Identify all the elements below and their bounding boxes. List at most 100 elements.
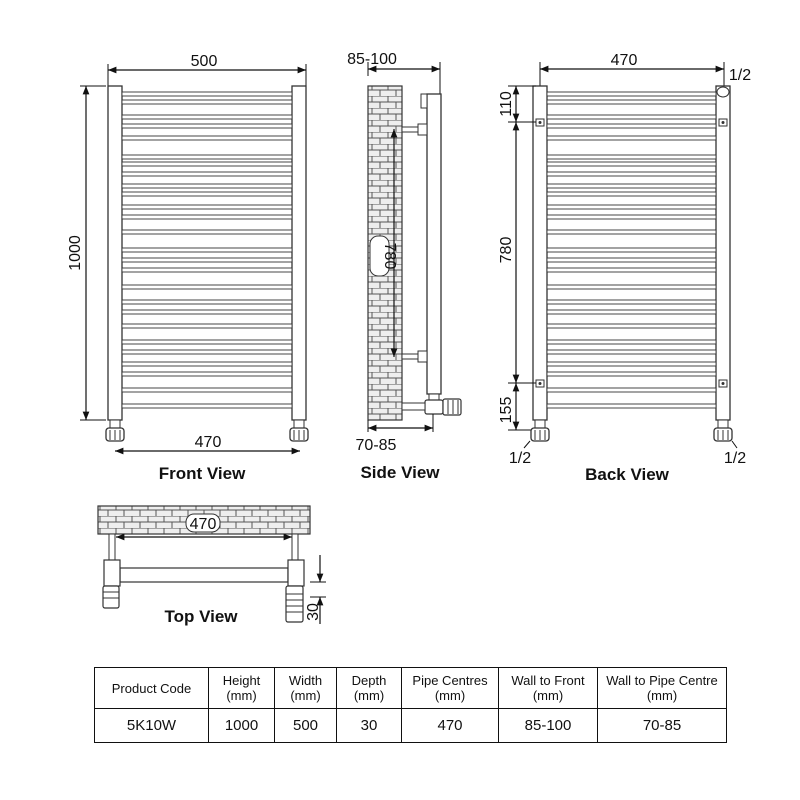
spec-table: Product Code Height(mm) Width(mm) Depth(…: [94, 667, 727, 743]
header-wall-to-pipe-centre-unit: (mm): [646, 688, 678, 703]
front-bar-15: [121, 267, 293, 273]
top-right-valve: [285, 585, 304, 623]
front-bar-5: [121, 154, 293, 160]
front-bar-2: [121, 114, 293, 120]
spec-table-row: 5K10W 1000 500 30 470 85-100 70-85: [94, 708, 727, 743]
front-bar-1: [121, 99, 293, 105]
header-width: Width(mm): [274, 667, 337, 709]
front-bar-18: [121, 309, 293, 315]
back-bar-7: [546, 171, 717, 177]
header-product-code-label: Product Code: [111, 680, 192, 696]
header-height-unit: (mm): [226, 688, 257, 703]
front-bar-12: [121, 229, 293, 235]
front-bar-20: [121, 339, 293, 345]
back-bar-9: [546, 191, 717, 197]
header-wall-to-front-unit: (mm): [532, 688, 564, 703]
back-view-title: Back View: [585, 465, 670, 484]
front-left-valve: [105, 419, 125, 442]
header-height: Height(mm): [208, 667, 275, 709]
front-bar-3: [121, 123, 293, 129]
header-height-label: Height: [222, 673, 261, 688]
back-bar-8: [546, 183, 717, 189]
back-view: 470 1/2 110 780 155: [498, 52, 751, 484]
cell-width: 500: [274, 708, 337, 743]
side-view-title: Side View: [360, 463, 440, 482]
top-radiator-body: [119, 567, 289, 583]
front-bar-14: [121, 257, 293, 263]
front-right-valve: [289, 419, 309, 442]
back-width-dim: 470: [611, 52, 638, 69]
back-bar-11: [546, 214, 717, 220]
back-bar-2: [546, 114, 717, 120]
back-bar-6: [546, 161, 717, 167]
top-left-valve: [102, 585, 120, 609]
front-view: 500 1000 470 Front View: [67, 53, 309, 483]
header-wall-to-pipe-centre: Wall to Pipe Centre(mm): [597, 667, 727, 709]
front-bar-6: [121, 161, 293, 167]
front-bar-11: [121, 214, 293, 220]
back-top-offset-dim: 110: [498, 91, 515, 117]
back-bottom-offset-dim: 155: [498, 397, 515, 424]
back-left-rail: [532, 85, 548, 421]
cell-product-code: 5K10W: [94, 708, 209, 743]
back-bar-4: [546, 135, 717, 141]
back-bar-19: [546, 323, 717, 329]
back-bar-12: [546, 229, 717, 235]
back-bars: [546, 91, 717, 409]
back-bar-24: [546, 387, 717, 393]
front-centres-dim: 470: [195, 434, 222, 451]
back-valve-left-label: 1/2: [509, 450, 531, 467]
spec-table-header-row: Product Code Height(mm) Width(mm) Depth(…: [94, 667, 727, 709]
header-depth-label: Depth: [351, 673, 387, 688]
cell-depth: 30: [336, 708, 402, 743]
front-view-title: Front View: [159, 464, 246, 483]
back-right-rail: [715, 85, 731, 421]
front-bar-8: [121, 183, 293, 189]
front-bar-22: [121, 361, 293, 367]
front-bar-25: [121, 403, 293, 409]
back-bar-15: [546, 267, 717, 273]
front-height-dim: 1000: [67, 235, 84, 271]
front-bar-21: [121, 349, 293, 355]
header-wall-to-front: Wall to Front(mm): [498, 667, 598, 709]
back-valve-right-label: 1/2: [724, 450, 746, 467]
back-bar-20: [546, 339, 717, 345]
cell-pipe-centres: 470: [401, 708, 499, 743]
side-middle-dim: 780: [381, 243, 398, 270]
back-bar-18: [546, 309, 717, 315]
back-bar-16: [546, 284, 717, 290]
front-bars: [121, 91, 293, 409]
front-width-dim: 500: [191, 53, 218, 70]
back-bar-1: [546, 99, 717, 105]
header-width-unit: (mm): [290, 688, 321, 703]
cell-wall-to-pipe-centre: 70-85: [597, 708, 727, 743]
front-bar-4: [121, 135, 293, 141]
front-bar-9: [121, 191, 293, 197]
front-bar-7: [121, 171, 293, 177]
top-depth-dim: 30: [305, 603, 322, 621]
front-bar-24: [121, 387, 293, 393]
side-bottom-dim: 70-85: [356, 437, 397, 454]
side-valve: [424, 399, 444, 415]
back-bar-3: [546, 123, 717, 129]
side-view: 85-100 780 70-85 Side View: [347, 51, 462, 482]
header-wall-to-pipe-centre-label: Wall to Pipe Centre: [606, 673, 718, 688]
header-product-code: Product Code: [94, 667, 209, 709]
back-top-plug: [716, 86, 730, 98]
front-bar-23: [121, 371, 293, 377]
front-left-rail: [107, 85, 123, 421]
header-pipe-centres-unit: (mm): [434, 688, 466, 703]
back-bar-14: [546, 257, 717, 263]
header-depth-unit: (mm): [353, 688, 385, 703]
front-bar-16: [121, 284, 293, 290]
back-bar-10: [546, 204, 717, 210]
back-bar-17: [546, 299, 717, 305]
back-right-valve: [713, 419, 733, 442]
header-width-label: Width: [288, 673, 323, 688]
back-left-valve: [530, 419, 550, 442]
front-bar-10: [121, 204, 293, 210]
back-centres-dim: 780: [498, 237, 515, 264]
cell-height: 1000: [208, 708, 275, 743]
back-bar-23: [546, 371, 717, 377]
